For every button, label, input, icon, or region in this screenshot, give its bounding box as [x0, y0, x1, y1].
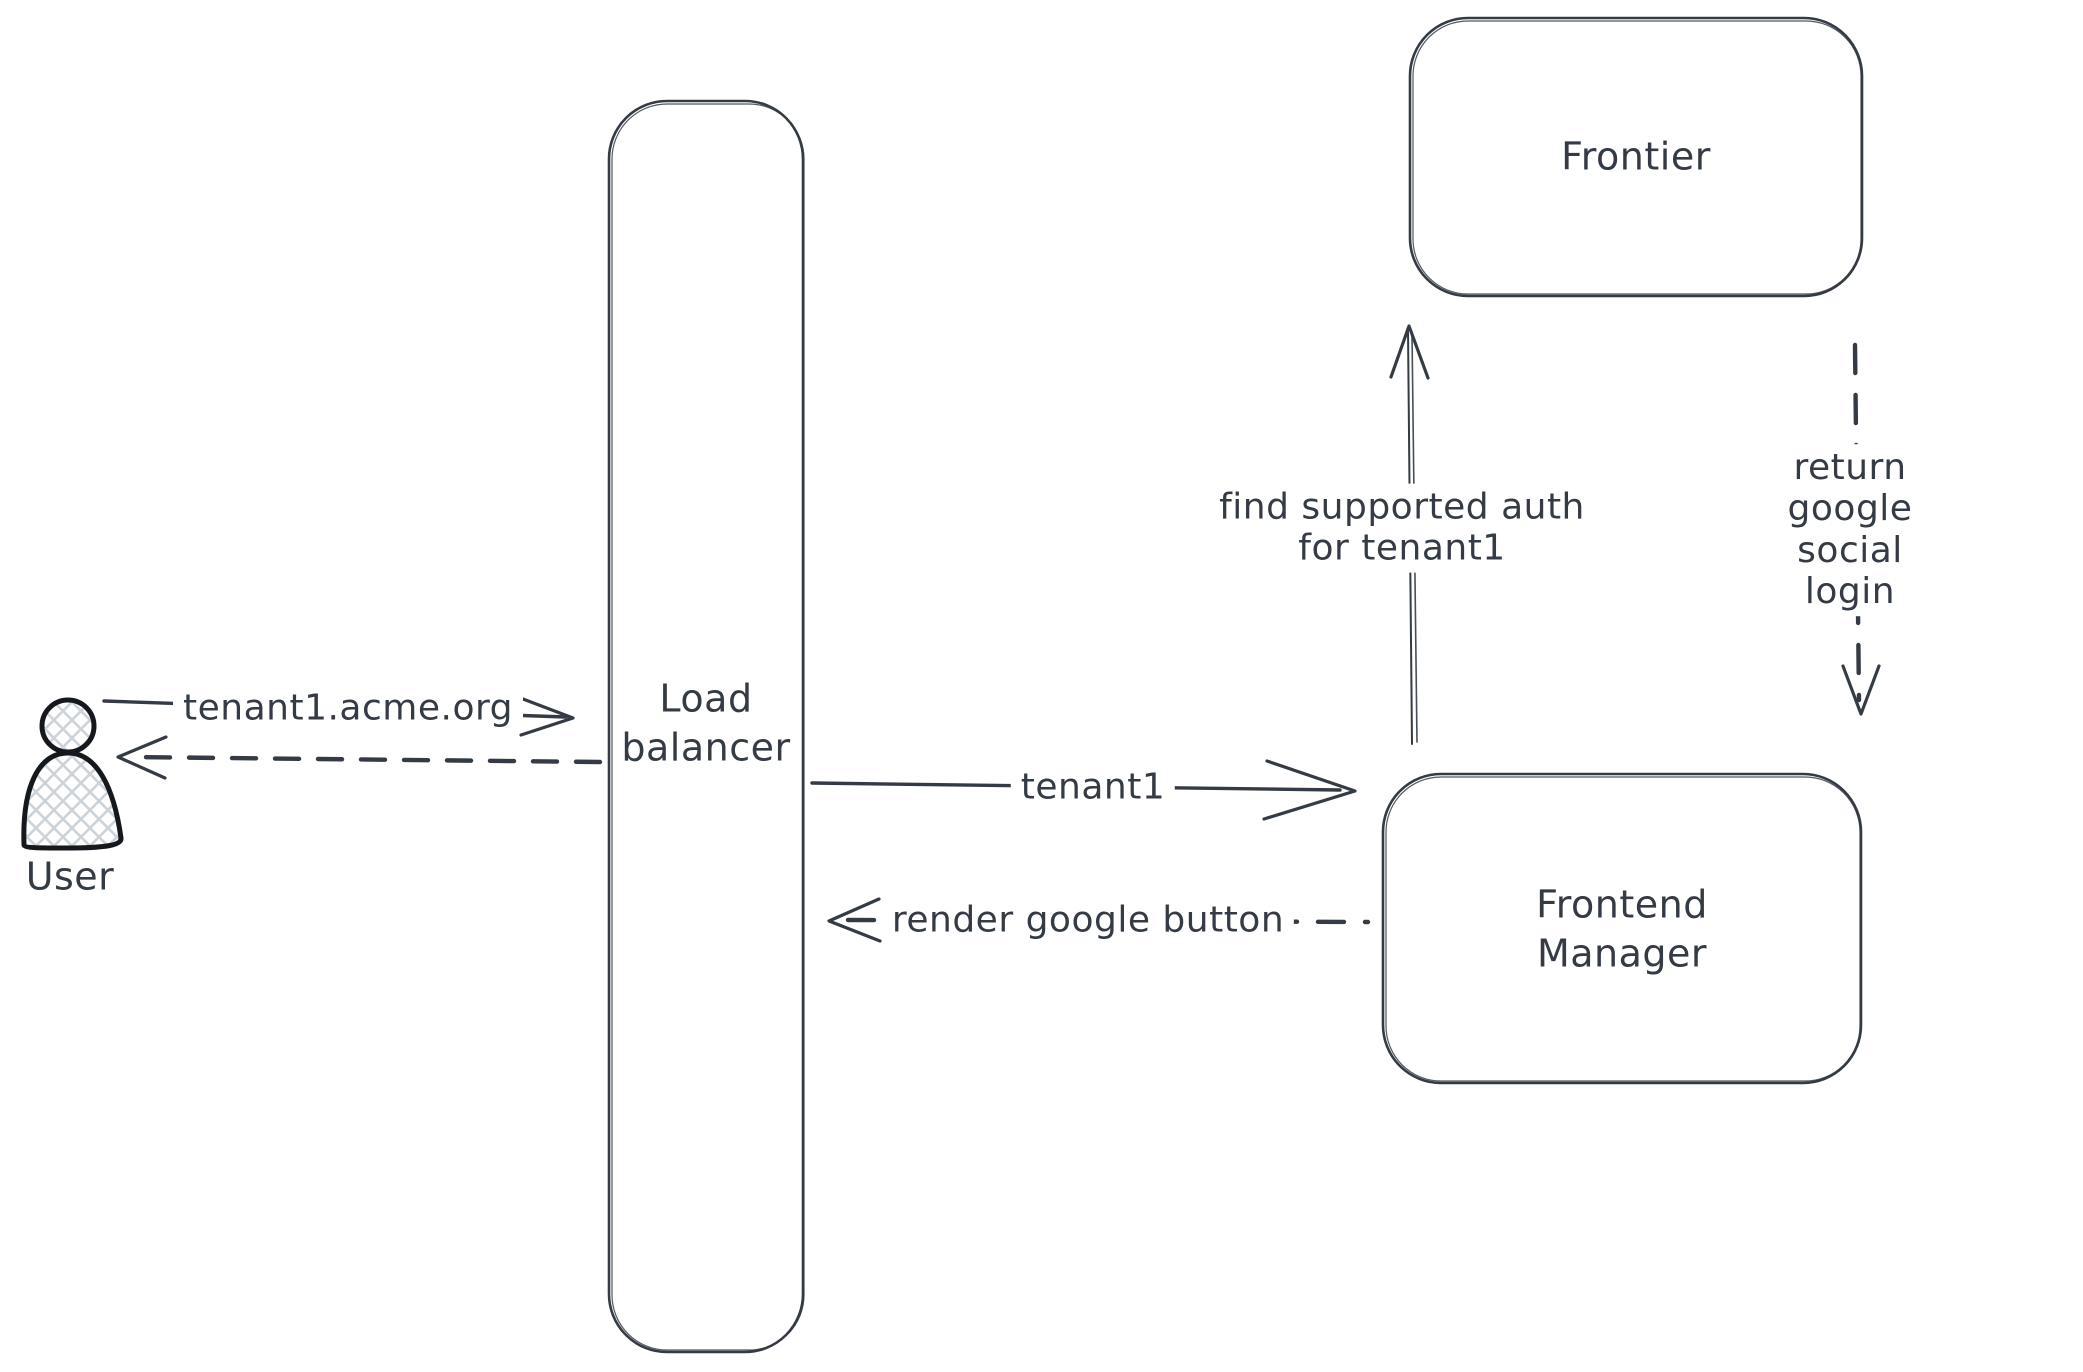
arrow-load-balancer-to-user[interactable] [116, 735, 603, 780]
load-balancer-node[interactable] [607, 99, 805, 1354]
edge-label-tenant1[interactable]: tenant1 [1010, 763, 1176, 811]
edge-label-tenant1-acme-org[interactable]: tenant1.acme.org [173, 684, 523, 732]
sketch-echo [1412, 20, 1862, 295]
edge-label-return-google-social-login[interactable]: return google social login [1733, 444, 1967, 616]
frontend-manager-node[interactable] [1381, 772, 1863, 1085]
arrowhead-right [519, 697, 575, 737]
edge-label-find-supported-auth[interactable]: find supported auth for tenant1 [1209, 483, 1595, 573]
arrowhead-down [1841, 664, 1881, 716]
frontend-manager-label[interactable]: Frontend Manager [1536, 882, 1708, 976]
frontier-label[interactable]: Frontier [1561, 134, 1711, 179]
arrowhead-left [827, 897, 882, 943]
arrowhead-right [1262, 759, 1357, 821]
arrowhead-up [1389, 324, 1430, 380]
edge-label-render-google-button[interactable]: render google button [881, 896, 1295, 944]
arrowhead-left [116, 735, 168, 780]
sketch-echo [611, 103, 805, 1351]
person-head-icon [39, 697, 97, 755]
arrow-shaft [127, 754, 603, 765]
sketch-echo [1385, 776, 1861, 1082]
person-body-icon [21, 750, 124, 851]
user-label[interactable]: User [25, 854, 115, 899]
user-node[interactable] [21, 697, 124, 851]
load-balancer-label[interactable]: Load balancer [621, 676, 791, 770]
frontier-node[interactable] [1408, 16, 1864, 298]
